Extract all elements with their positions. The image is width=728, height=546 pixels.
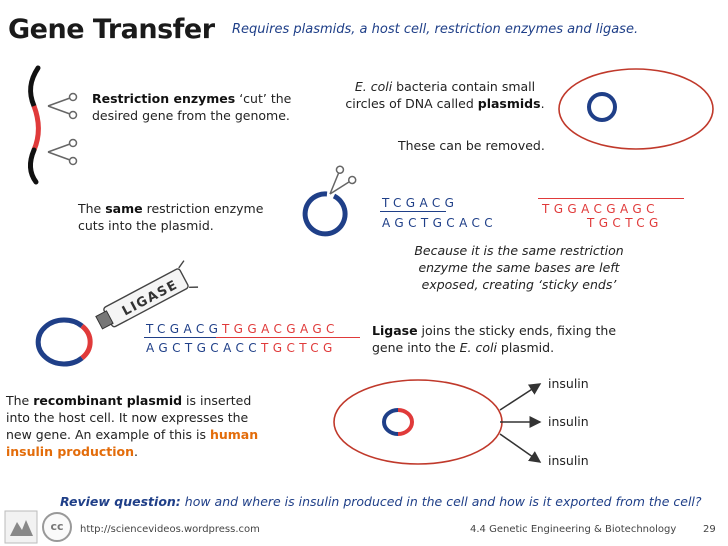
arrow-icon [499, 383, 542, 411]
dna-top-left: TCGACG [382, 196, 459, 210]
sticky-ends-text: Because it is the same restriction enzym… [414, 243, 624, 292]
arrow-icon [499, 433, 542, 463]
creative-commons-icon: cc [42, 512, 72, 542]
ligase-text: Ligase joins the sticky ends, fixing the… [372, 323, 617, 355]
slide-subtitle: Requires plasmids, a host cell, restrict… [232, 22, 639, 37]
slide-title: Gene Transfer [8, 14, 215, 45]
author-logo-icon [4, 510, 38, 544]
page-number: 29 [703, 524, 716, 535]
dna-joined-top: TCGACGTGGACGAGC [146, 322, 339, 336]
plasmid-cut-diagram [302, 165, 357, 237]
dna-bottom-left: AGCTGCACC [382, 216, 498, 230]
footer-url-link[interactable]: http://sciencevideos.wordpress.com [80, 524, 260, 535]
ecoli-cell-diagram [558, 68, 714, 150]
dna-top-right: TGGACGAGC [542, 202, 659, 216]
dna-strand-line [216, 337, 360, 338]
recombinant-plasmid-diagram [35, 317, 93, 367]
scissors-icon [47, 138, 78, 166]
insulin-label: insulin [548, 376, 589, 391]
insulin-arrows [499, 383, 542, 463]
insulin-label: insulin [548, 414, 589, 429]
dna-joined-bottom: AGCTGCACCTGCTCG [146, 341, 337, 355]
recombinant-text: The recombinant plasmid is inserted into… [6, 393, 259, 459]
scissors-icon [329, 165, 357, 195]
scissors-icon [47, 92, 78, 120]
ecoli-text: E. coli bacteria contain small circles o… [345, 79, 545, 111]
ligase-tube-diagram: LIGASE [95, 260, 199, 330]
review-question: Review question: how and where is insuli… [60, 494, 702, 509]
dna-strand-line [538, 198, 684, 199]
dna-strand-line [144, 337, 216, 338]
genome-strand-diagram [27, 65, 78, 185]
restriction-enzymes-text: Restriction enzymes ‘cut’ the desired ge… [92, 91, 292, 123]
dna-bottom-right: TGCTCG [587, 216, 663, 230]
dna-strand-line [380, 211, 446, 212]
insulin-label: insulin [548, 453, 589, 468]
same-enzyme-text: The same restriction enzyme cuts into th… [78, 201, 264, 233]
ecoli-removed-text: These can be removed. [398, 138, 545, 153]
footer-course: 4.4 Genetic Engineering & Biotechnology [470, 524, 677, 535]
